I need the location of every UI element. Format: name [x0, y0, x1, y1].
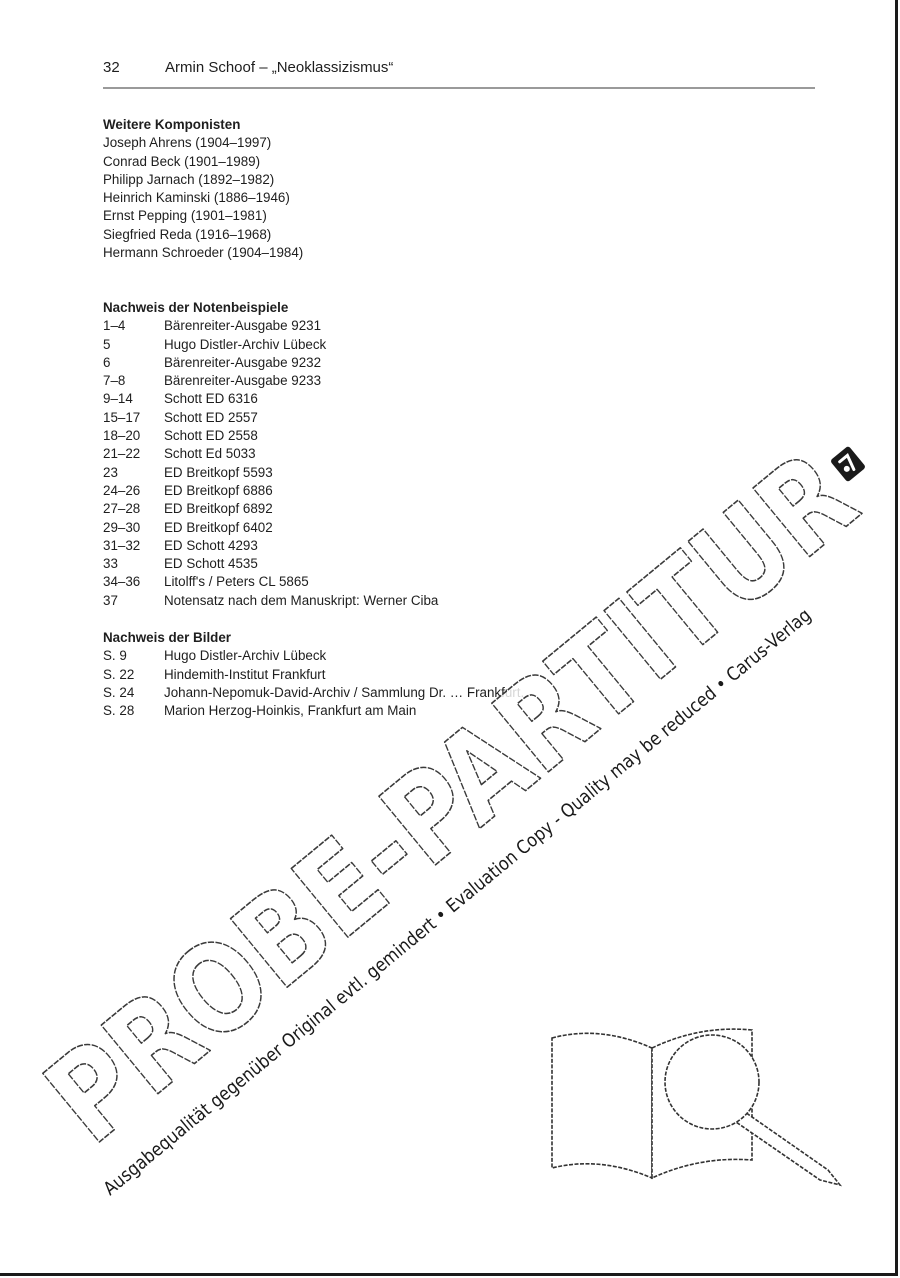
composer-item: Ernst Pepping (1901–1981) [103, 208, 267, 224]
example-row: 7–8 Bärenreiter-Ausgabe 9233 [103, 372, 438, 390]
example-row: 21–22 Schott Ed 5033 [103, 445, 438, 463]
running-title: Armin Schoof – „Neoklassizismus“ [165, 59, 394, 76]
composer-item: Conrad Beck (1901–1989) [103, 153, 261, 169]
image-credit-row: S. 22 Hindemith-Institut Frankfurt [103, 666, 524, 684]
example-number: 31–32 [103, 537, 141, 553]
example-source: ED Breitkopf 6402 [164, 519, 273, 535]
example-number: 5 [103, 336, 111, 352]
image-source: Marion Herzog-Hoinkis, Frankfurt am Main [164, 703, 417, 719]
image-page: S. 24 [103, 684, 135, 700]
example-number: 29–30 [103, 519, 141, 535]
image-credit-row: S. 28 Marion Herzog-Hoinkis, Frankfurt am… [103, 702, 524, 720]
example-row: 9–14 Schott ED 6316 [103, 390, 438, 408]
example-row: 34–36 Litolff's / Peters CL 5865 [103, 573, 438, 591]
example-row: 1–4 Bärenreiter-Ausgabe 9231 [103, 317, 438, 335]
image-credit-row: S. 24 Johann-Nepomuk-David-Archiv / Samml… [103, 684, 524, 702]
image-source: Hugo Distler-Archiv Lübeck [164, 648, 327, 664]
example-source: ED Breitkopf 6892 [164, 501, 273, 517]
image-page: S. 9 [103, 648, 127, 664]
example-source: ED Breitkopf 5593 [164, 464, 273, 480]
composers-heading: Weitere Komponisten [103, 117, 241, 132]
example-row: 33 ED Schott 4535 [103, 555, 438, 573]
example-number: 34–36 [103, 574, 141, 590]
composer-item: Joseph Ahrens (1904–1997) [103, 135, 272, 151]
example-source: Schott ED 2558 [164, 428, 258, 444]
composers-section: Weitere Komponisten Joseph Ahrens (1904–… [103, 116, 303, 262]
example-source: Notensatz nach dem Manuskript: Werner Ci… [164, 592, 439, 608]
example-number: 7–8 [103, 373, 126, 389]
example-number: 21–22 [103, 446, 141, 462]
example-row: 23 ED Breitkopf 5593 [103, 464, 438, 482]
images-section: Nachweis der Bilder S. 9 Hugo Distler-Arc… [103, 629, 524, 720]
example-row: 37 Notensatz nach dem Manuskript: Werner … [103, 592, 438, 610]
example-row: 6 Bärenreiter-Ausgabe 9232 [103, 354, 438, 372]
page-number: 32 [103, 59, 120, 76]
example-source: Bärenreiter-Ausgabe 9233 [164, 373, 322, 389]
example-row: 18–20 Schott ED 2558 [103, 427, 438, 445]
example-row: 29–30 ED Breitkopf 6402 [103, 519, 438, 537]
example-source: ED Schott 4293 [164, 537, 258, 553]
example-number: 24–26 [103, 482, 141, 498]
example-source: ED Schott 4535 [164, 556, 258, 572]
example-row: 27–28 ED Breitkopf 6892 [103, 500, 438, 518]
example-number: 18–20 [103, 428, 141, 444]
carus-logo-icon [831, 446, 865, 482]
composer-item: Heinrich Kaminski (1886–1946) [103, 190, 290, 206]
running-header: 32 Armin Schoof – „Neoklassizismus“ [103, 57, 815, 89]
example-number: 37 [103, 592, 118, 608]
image-credit-row: S. 9 Hugo Distler-Archiv Lübeck [103, 647, 524, 665]
composer-item: Philipp Jarnach (1892–1982) [103, 171, 275, 187]
example-source: Litolff's / Peters CL 5865 [164, 574, 309, 590]
example-source: Bärenreiter-Ausgabe 9231 [164, 318, 322, 334]
example-source: ED Breitkopf 6886 [164, 482, 273, 498]
composer-item: Hermann Schroeder (1904–1984) [103, 245, 304, 261]
image-source: Hindemith-Institut Frankfurt [164, 666, 326, 682]
example-source: Bärenreiter-Ausgabe 9232 [164, 354, 322, 370]
example-number: 1–4 [103, 318, 126, 334]
image-source: Johann-Nepomuk-David-Archiv / Sammlung D… [164, 684, 525, 700]
images-heading: Nachweis der Bilder [103, 630, 232, 645]
example-source: Schott Ed 5033 [164, 446, 256, 462]
example-source: Schott ED 6316 [164, 391, 258, 407]
image-page: S. 28 [103, 703, 135, 719]
example-number: 6 [103, 354, 111, 370]
example-row: 5 Hugo Distler-Archiv Lübeck [103, 336, 438, 354]
example-row: 24–26 ED Breitkopf 6886 [103, 482, 438, 500]
book-magnifier-icon [551, 1028, 843, 1187]
example-row: 31–32 ED Schott 4293 [103, 537, 438, 555]
composer-list: Joseph Ahrens (1904–1997) Conrad Beck (1… [103, 134, 303, 262]
image-page: S. 22 [103, 666, 135, 682]
example-number: 33 [103, 556, 118, 572]
example-number: 27–28 [103, 501, 141, 517]
example-number: 9–14 [103, 391, 133, 407]
example-row: 15–17 Schott ED 2557 [103, 409, 438, 427]
example-source: Hugo Distler-Archiv Lübeck [164, 336, 327, 352]
example-number: 15–17 [103, 409, 141, 425]
example-number: 23 [103, 464, 118, 480]
music-examples-heading: Nachweis der Notenbeispiele [103, 300, 289, 315]
composer-item: Siegfried Reda (1916–1968) [103, 226, 272, 242]
example-source: Schott ED 2557 [164, 409, 258, 425]
